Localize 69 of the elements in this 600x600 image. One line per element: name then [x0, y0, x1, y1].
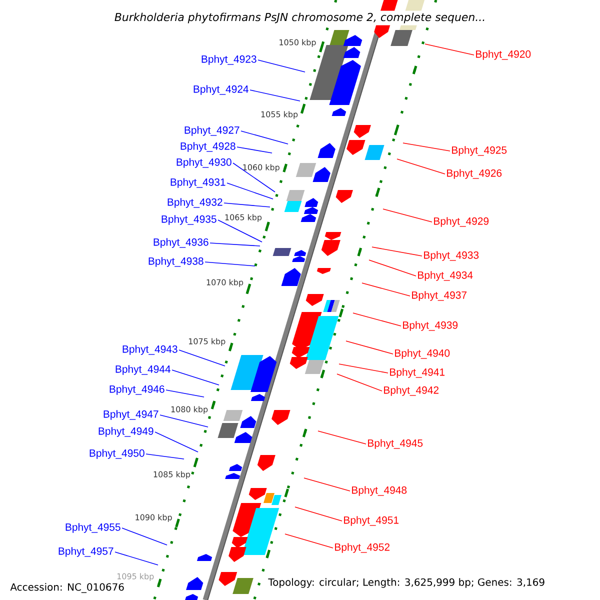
- leader-line: [204, 262, 256, 266]
- leader-line: [382, 208, 432, 222]
- gene-label: Bphyt_4957: [58, 547, 114, 557]
- gene-label: Bphyt_4955: [66, 523, 120, 533]
- gene-label: Bphyt_4932: [168, 198, 222, 208]
- gene-label: Bphyt_4936: [154, 238, 208, 248]
- leader-line: [362, 282, 410, 296]
- gene-label: Bphyt_4946: [110, 385, 164, 395]
- gene-label: Bphyt_4937: [412, 291, 466, 301]
- gene-label: Bphyt_4938: [148, 257, 204, 267]
- leader-line: [232, 162, 276, 192]
- gene-label: Bphyt_4944: [116, 365, 170, 375]
- leader-line: [372, 246, 422, 256]
- gene-label: Bphyt_4942: [384, 386, 438, 396]
- leader-line: [236, 146, 272, 154]
- leader-line: [396, 158, 446, 174]
- gene-label: Bphyt_4924: [194, 85, 248, 95]
- gene-label: Bphyt_4931: [170, 178, 226, 188]
- leader-line: [294, 506, 342, 522]
- gene-label: Bphyt_4929: [434, 217, 489, 227]
- leader-line: [210, 242, 260, 246]
- gene-label: Bphyt_4935: [162, 215, 216, 225]
- leader-line: [114, 552, 158, 566]
- gene-label: Bphyt_4950: [90, 449, 144, 459]
- gene-label: Bphyt_4925: [452, 146, 507, 156]
- leader-line: [346, 340, 394, 354]
- leader-line: [424, 44, 474, 56]
- leader-line: [402, 142, 450, 152]
- gene-label: Bphyt_4939: [403, 321, 458, 331]
- topology-text: Topology: circular; Length: 3,625,999 bp; Genes: 3,169: [268, 578, 544, 588]
- leader-line: [160, 414, 208, 428]
- gene-label: Bphyt_4933: [424, 251, 479, 261]
- leader-line: [146, 454, 184, 460]
- leader-line: [304, 478, 350, 492]
- leader-line: [218, 220, 262, 242]
- leader-line: [338, 364, 388, 374]
- gene-label: Bphyt_4952: [335, 543, 390, 553]
- gene-label: Bphyt_4928: [180, 142, 236, 152]
- leader-line: [122, 528, 168, 546]
- gene-label: Bphyt_4926: [447, 169, 502, 179]
- title: Burkholderia phytofirmans PsJN chromosome 2, complete sequen...: [112, 10, 488, 26]
- gene-label: Bphyt_4941: [390, 368, 445, 378]
- gene-label: Bphyt_4951: [344, 516, 399, 526]
- leader-line: [172, 370, 220, 386]
- leader-line: [258, 60, 306, 72]
- gene-label: Bphyt_4920: [476, 50, 531, 60]
- leader-line: [240, 130, 288, 144]
- gene-label: Bphyt_4927: [184, 126, 240, 136]
- gene-label: Bphyt_4948: [352, 486, 407, 496]
- gene-label: Bphyt_4934: [418, 271, 473, 281]
- leader-line: [318, 430, 366, 444]
- leader-line: [224, 202, 270, 208]
- gene-label: Bphyt_4940: [395, 349, 450, 359]
- leader-line: [166, 390, 204, 398]
- gene-label: Bphyt_4943: [122, 345, 178, 355]
- gene-label: Bphyt_4930: [176, 158, 232, 168]
- leader-line: [336, 374, 382, 392]
- leader-line: [178, 350, 226, 366]
- gene-label: Bphyt_4923: [202, 55, 256, 65]
- leader-line: [226, 182, 274, 200]
- leader-line: [352, 312, 402, 326]
- leader-line: [250, 90, 300, 102]
- gene-label: Bphyt_4949: [98, 427, 154, 437]
- leader-line: [154, 432, 198, 452]
- leader-line: [368, 260, 416, 276]
- gene-label: Bphyt_4947: [104, 410, 158, 420]
- accession-text: Accession: NC_010676: [10, 583, 124, 593]
- leader-line: [284, 534, 334, 548]
- gene-label: Bphyt_4945: [368, 439, 423, 449]
